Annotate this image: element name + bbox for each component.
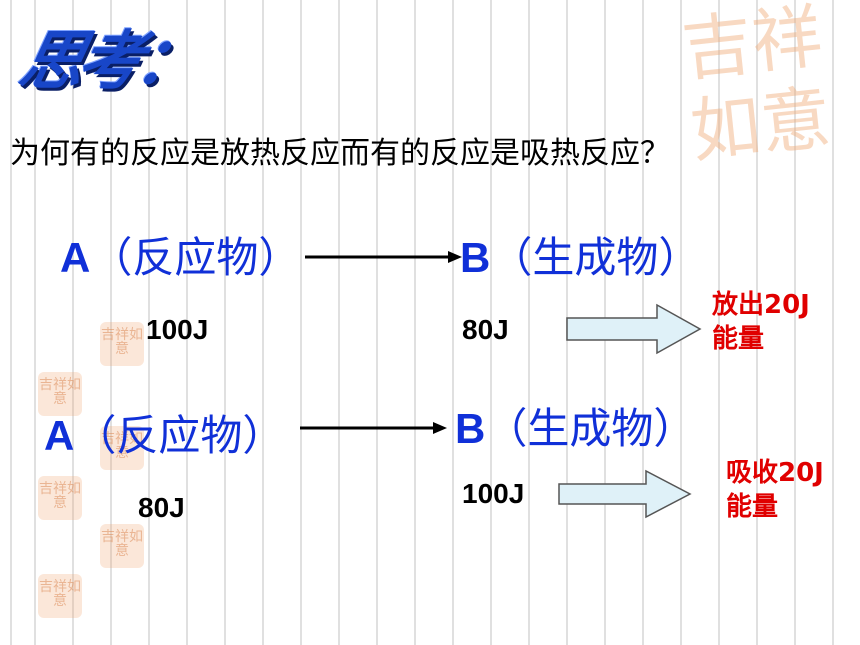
seal-decoration: 吉祥如意 [100,524,144,568]
energy-change-line: 能量 [726,492,779,522]
block-arrow-1 [566,303,702,355]
reactant-text: （反应物） [74,411,285,460]
seal-decoration: 吉祥如意 [38,574,82,618]
product-letter: B [460,234,491,281]
reactant-letter: A [44,412,75,459]
product-label-1: B（生成物） [460,237,700,279]
reactant-label-2: A（反应物） [44,415,284,457]
energy-change-line: 能量 [712,324,765,354]
reactant-energy-2: 80J [138,492,185,523]
product-energy-1: 80J [462,314,509,345]
reactant-letter: A [60,234,91,281]
seal-decoration: 吉祥如意 [38,476,82,520]
seal-decoration: 吉祥如意 [100,426,144,470]
reaction-arrow-2 [300,422,447,434]
reactant-text: （反应物） [90,233,301,282]
seal-decoration-large: 吉祥如意 [678,0,835,173]
reactant-energy-1: 100J [146,314,209,345]
seal-decoration: 吉祥如意 [100,322,144,366]
seal-decoration: 吉祥如意 [38,372,82,416]
energy-change-line: 放出20J [712,290,810,320]
question-text: 为何有的反应是放热反应而有的反应是吸热反应？ [10,136,670,171]
block-arrow-2 [558,469,692,519]
product-energy-2: 100J [462,478,525,509]
product-label-2: B（生成物） [455,408,695,450]
energy-change-note-2: 吸收20J 能量 [726,456,824,524]
energy-change-note-1: 放出20J 能量 [712,288,810,356]
product-text: （生成物） [490,233,701,282]
energy-change-line: 吸收20J [726,458,824,488]
page-title: 思考： [12,24,203,99]
product-letter: B [455,405,486,452]
reaction-arrow-1 [305,251,462,263]
product-text: （生成物） [485,404,696,453]
reactant-label-1: A（反应物） [60,237,300,279]
